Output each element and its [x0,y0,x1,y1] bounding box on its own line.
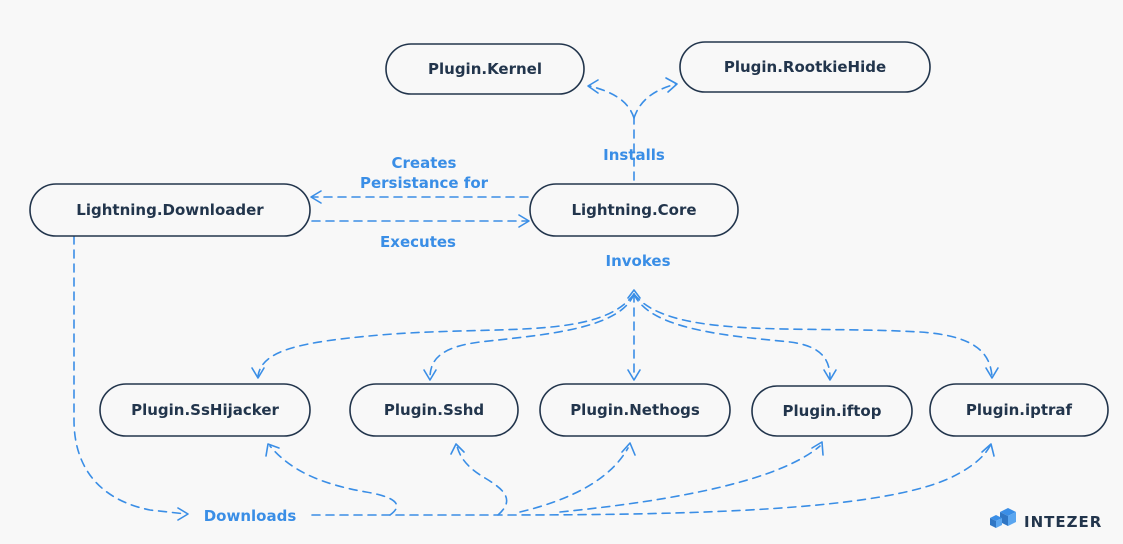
intezer-cube-logo-icon [990,508,1016,528]
edge-label-creates-line2: Persistance for [360,174,489,192]
arrowhead-downloads [177,507,189,521]
node-plugin-iptraf: Plugin.iptraf [929,383,1109,437]
edge-label-downloads: Downloads [204,507,297,525]
arrowhead-iptraf [985,367,999,379]
edge-downloads-iftop [559,445,821,513]
arrowhead-nethogs [627,369,641,381]
node-label-plugin-sshijacker: Plugin.SsHijacker [131,401,279,419]
node-label-lightning-core: Lightning.Core [571,201,696,219]
arrowhead-downloads-iptraf [981,443,995,457]
arrowhead-downloads-sshd [450,443,465,455]
arrowhead-rootkiehide [665,77,678,93]
edge-label-creates-line1: Creates [392,154,457,172]
arrowhead-kernel [587,79,599,94]
node-plugin-rootkiehide: Plugin.RootkieHide [679,41,931,93]
arrowhead-sshijacker [251,367,265,379]
edge-downloads-nethogs [519,447,629,513]
edge-installs-kernel [589,85,635,119]
edge-installs-rootkiehide [633,83,677,119]
node-label-plugin-kernel: Plugin.Kernel [428,60,542,78]
edge-downloads-sshd [456,445,508,516]
node-plugin-nethogs: Plugin.Nethogs [539,383,731,437]
arrowhead-downloads-iftop [811,441,824,456]
node-label-plugin-nethogs: Plugin.Nethogs [570,401,700,419]
arrowhead-downloads-nethogs [621,442,636,456]
node-label-lightning-downloader: Lightning.Downloader [76,201,264,219]
arrowhead-sshd [423,369,437,381]
brand-logo: INTEZER [990,508,1102,531]
edge-invokes-iptraf [633,293,993,377]
node-label-plugin-rootkiehide: Plugin.RootkieHide [724,58,886,76]
edge-downloads-from-downloader [73,235,187,515]
node-plugin-iftop: Plugin.iftop [751,385,913,437]
edge-invokes-sshijacker [257,293,635,377]
edge-invokes-iftop [633,293,831,379]
node-plugin-sshijacker: Plugin.SsHijacker [99,383,311,437]
node-label-plugin-iftop: Plugin.iftop [783,402,882,420]
edge-label-installs: Installs [603,146,665,164]
edge-invokes-sshd [429,293,635,379]
node-lightning-core: Lightning.Core [529,183,739,237]
edge-label-invokes: Invokes [605,252,670,270]
edge-label-executes: Executes [380,233,456,251]
node-plugin-sshd: Plugin.Sshd [349,383,519,437]
arrowhead-core [518,214,530,228]
node-label-plugin-sshd: Plugin.Sshd [384,401,484,419]
arrowhead-iftop [823,369,837,381]
arrowhead-downloader [310,190,322,204]
node-lightning-downloader: Lightning.Downloader [29,183,311,237]
arrowhead-downloads-sshijacker [265,443,280,457]
edge-downloads-sshijacker [269,445,398,516]
node-plugin-kernel: Plugin.Kernel [385,43,585,95]
edge-downloads-trunk [311,445,991,516]
arrowhead-invokes [627,289,641,299]
brand-name: INTEZER [1024,513,1102,531]
node-label-plugin-iptraf: Plugin.iptraf [966,401,1073,419]
